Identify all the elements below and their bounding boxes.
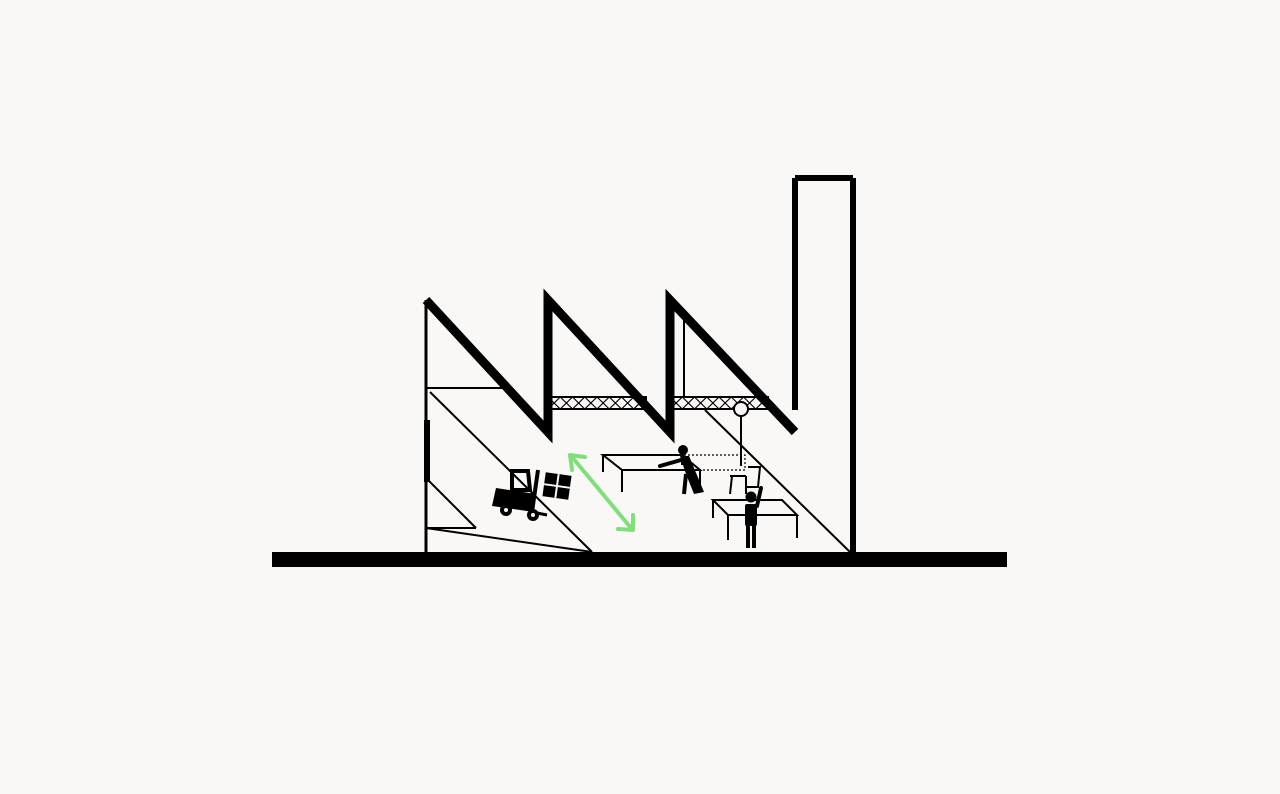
chair-icon — [729, 466, 762, 495]
double-arrow-icon — [568, 453, 635, 532]
truss-1 — [547, 396, 647, 410]
chimney — [792, 175, 856, 552]
ground-slab — [272, 552, 1007, 567]
dotted-table-outline — [680, 454, 746, 471]
worker-icon — [658, 445, 704, 495]
pendant-lamp-icon — [733, 401, 749, 466]
diagonal-structure — [425, 391, 851, 553]
wall-opening — [424, 420, 430, 482]
truss-2 — [669, 396, 769, 410]
forklift-icon — [492, 469, 572, 521]
sawtooth-roof — [422, 288, 799, 444]
worker-icon — [745, 486, 763, 548]
